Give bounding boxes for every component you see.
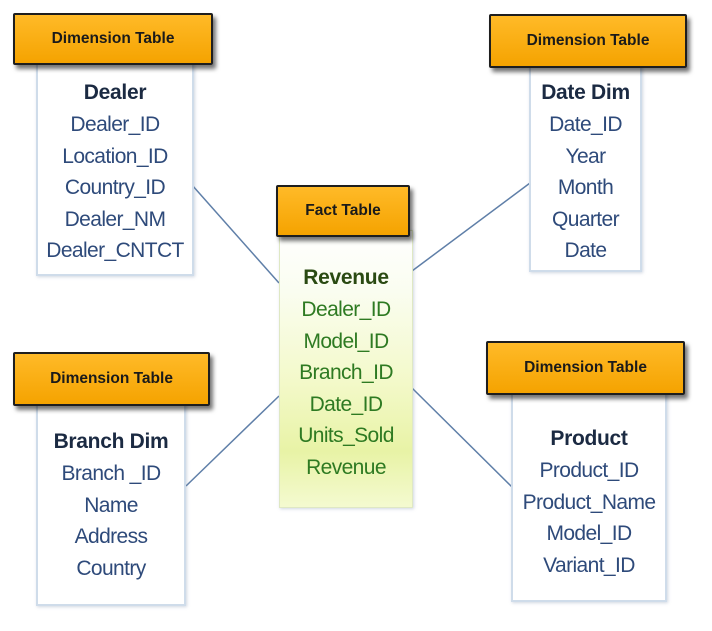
dealer-table-title: Dealer: [83, 81, 147, 104]
date-dimension-label: Dimension Table: [489, 14, 687, 68]
branch-field-list: Branch _ID Name Address Country: [38, 458, 184, 584]
fact-field: Units_Sold: [298, 424, 394, 447]
product-dimension-label: Dimension Table: [486, 341, 685, 395]
product-field: Product_ID: [539, 459, 639, 482]
date-table-title: Date Dim: [541, 81, 630, 104]
connector-dealer-fact: [191, 184, 280, 284]
date-field: Year: [565, 144, 606, 168]
branch-dimension-table: Branch Dim Branch _ID Name Address Count…: [36, 400, 186, 606]
dealer-dimension-table: Dealer Dealer_ID Location_ID Country_ID …: [36, 60, 194, 276]
product-field: Product_Name: [522, 490, 656, 514]
dealer-field: Dealer_ID: [70, 113, 160, 136]
connector-date-fact: [411, 182, 531, 272]
dealer-field: Country_ID: [64, 176, 166, 199]
date-field: Date: [564, 239, 608, 262]
fact-table-label: Fact Table: [276, 185, 410, 237]
branch-field: Country: [76, 556, 146, 580]
fact-field-list: Dealer_ID Model_ID Branch_ID Date_ID Uni…: [280, 294, 412, 483]
fact-field: Revenue: [306, 455, 386, 479]
date-field-list: Date_ID Year Month Quarter Date: [531, 109, 640, 267]
date-field: Month: [557, 176, 614, 199]
branch-field: Name: [84, 493, 138, 517]
product-field-list: Product_ID Product_Name Model_ID Variant…: [513, 455, 665, 581]
fact-field: Date_ID: [309, 392, 383, 416]
dealer-field: Location_ID: [62, 144, 168, 168]
product-field: Model_ID: [546, 522, 632, 545]
branch-dimension-label: Dimension Table: [13, 352, 210, 406]
date-dimension-table: Date Dim Date_ID Year Month Quarter Date: [529, 62, 642, 272]
date-field: Quarter: [552, 207, 620, 231]
branch-field: Branch _ID: [61, 462, 161, 485]
dealer-field: Dealer_NM: [64, 207, 166, 231]
branch-table-title: Branch Dim: [53, 430, 169, 453]
dealer-dimension-label: Dimension Table: [13, 13, 213, 65]
connector-product-fact: [411, 387, 513, 488]
product-dimension-table: Product Product_ID Product_Name Model_ID…: [511, 385, 667, 602]
date-field: Date_ID: [549, 113, 622, 136]
fact-field: Branch_ID: [299, 361, 393, 384]
dealer-field-list: Dealer_ID Location_ID Country_ID Dealer_…: [38, 109, 192, 267]
connector-branch-fact: [185, 395, 280, 487]
dealer-field: Dealer_CNTCT: [46, 239, 184, 262]
fact-field: Model_ID: [303, 329, 389, 353]
fact-field: Dealer_ID: [301, 298, 391, 321]
fact-table-title: Revenue: [303, 266, 389, 289]
product-table-title: Product: [550, 427, 628, 450]
product-field: Variant_ID: [543, 553, 635, 577]
revenue-fact-table: Revenue Dealer_ID Model_ID Branch_ID Dat…: [279, 230, 413, 508]
branch-field: Address: [74, 525, 148, 548]
